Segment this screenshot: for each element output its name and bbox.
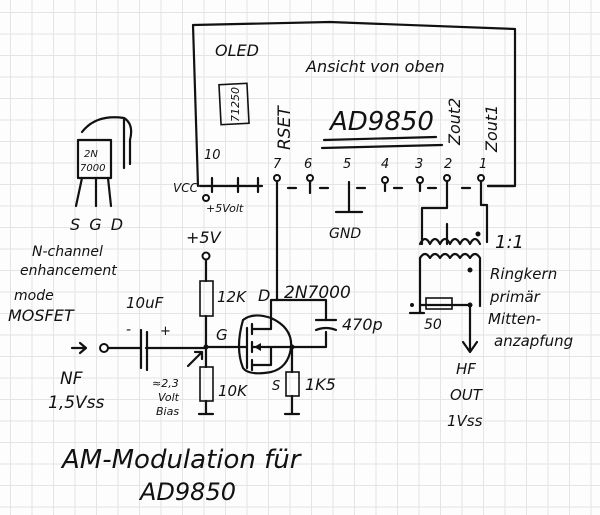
vcc-terminal <box>202 194 210 202</box>
cap-plus: + <box>160 324 171 339</box>
pin-number-7: 7 <box>273 157 282 172</box>
view-label: Ansicht von oben <box>305 57 445 76</box>
r-source-label: 1K5 <box>305 375 336 394</box>
to92-marking-2: 7000 <box>80 163 105 174</box>
pin-number-10: 10 <box>204 148 221 163</box>
feedback-capacitor <box>314 318 338 332</box>
input-arrow <box>70 341 88 355</box>
r-top-label: 12K <box>217 288 247 306</box>
input-capacitor <box>139 328 149 372</box>
r-bottom-gnd <box>197 399 215 416</box>
source-label: S <box>272 379 280 394</box>
transformer-secondary <box>418 252 482 308</box>
transformer-primary <box>418 237 482 246</box>
r-source-gnd <box>283 394 301 416</box>
core-label: Ringkern <box>490 265 557 283</box>
hf-out-label-3: 1Vss <box>447 412 483 430</box>
mosfet-circle <box>237 314 293 375</box>
tap-label-2: anzapfung <box>494 332 573 350</box>
fet-desc-3: mode <box>14 288 54 304</box>
chip-label: AD9850 <box>328 107 434 137</box>
rset-label: RSET <box>275 105 295 150</box>
ratio-label: 1:1 <box>495 232 524 253</box>
pin-number-5: 5 <box>343 157 351 172</box>
input-label-1: NF <box>60 369 83 389</box>
pin-number-1: 1 <box>479 157 487 172</box>
zout2-label: Zout2 <box>445 98 464 146</box>
title-line-2: AD9850 <box>138 478 236 506</box>
r-bottom <box>199 366 214 402</box>
to92-body <box>76 138 113 180</box>
pin5-gnd <box>334 180 364 214</box>
r-source <box>285 371 300 397</box>
tap-label-1: Mitten- <box>488 310 541 328</box>
chip-underline-2 <box>320 143 444 150</box>
fet-desc-2: enhancement <box>20 263 117 279</box>
termination-gnd <box>408 303 426 315</box>
header-dashes <box>286 184 516 190</box>
mosfet-arrow <box>254 343 261 351</box>
vcc-label: VCC <box>173 181 199 195</box>
bias-label-3: Bias <box>156 405 179 418</box>
r-bottom-label: 10K <box>218 382 248 400</box>
feedback-wires <box>274 298 328 349</box>
pin-leads <box>308 179 422 195</box>
mosfet-symbol <box>204 298 279 372</box>
title-line-1: AM-Modulation für <box>60 445 303 475</box>
hf-out-arrow <box>461 303 479 354</box>
bias-label-1: ≈2,3 <box>152 377 179 390</box>
supply-terminal <box>201 251 211 261</box>
cap-fb-label: 470p <box>342 315 383 334</box>
hf-out-label-1: HF <box>456 360 476 378</box>
zout2-wire <box>420 179 449 246</box>
input-terminal <box>99 343 109 353</box>
crystal-box <box>218 82 250 126</box>
bias-arrow <box>186 350 204 368</box>
termination-resistor <box>425 297 453 310</box>
fet-desc-4: MOSFET <box>8 306 75 325</box>
junction <box>410 303 414 307</box>
pin-number-6: 6 <box>304 157 312 172</box>
pin-number-3: 3 <box>415 157 423 172</box>
bias-label-2: Volt <box>158 391 180 404</box>
gate-label: G <box>216 326 228 344</box>
cap-minus: - <box>126 322 131 338</box>
pin-number-2: 2 <box>444 157 452 172</box>
to92-marking-1: 2N <box>84 149 98 160</box>
to92-pinout: S G D <box>70 215 125 234</box>
to92-top <box>80 116 133 170</box>
input-label-2: 1,5Vss <box>48 393 105 413</box>
primary-dot <box>475 231 481 237</box>
cap-in-label: 10uF <box>126 294 164 312</box>
primary-label: primär <box>489 288 541 306</box>
pin-number-4: 4 <box>381 157 389 172</box>
r-top <box>199 280 214 317</box>
supply-label: +5V <box>186 228 222 247</box>
crystal-label: 71250 <box>229 87 242 122</box>
gnd-label: GND <box>329 226 361 242</box>
drain-label: D <box>258 286 270 305</box>
fet-label: 2N7000 <box>284 283 351 303</box>
secondary-dot <box>467 267 473 273</box>
r-term-label: 50 <box>424 317 442 333</box>
zout1-wire <box>479 179 489 244</box>
to92-leads <box>74 176 113 208</box>
fet-desc-1: N-channel <box>32 244 103 260</box>
hf-out-label-2: OUT <box>450 386 484 404</box>
oled-label: OLED <box>215 41 259 60</box>
zout1-label: Zout1 <box>482 105 501 153</box>
chip-underline-1 <box>322 135 438 142</box>
vcc-supply-label: +5Volt <box>206 202 244 215</box>
